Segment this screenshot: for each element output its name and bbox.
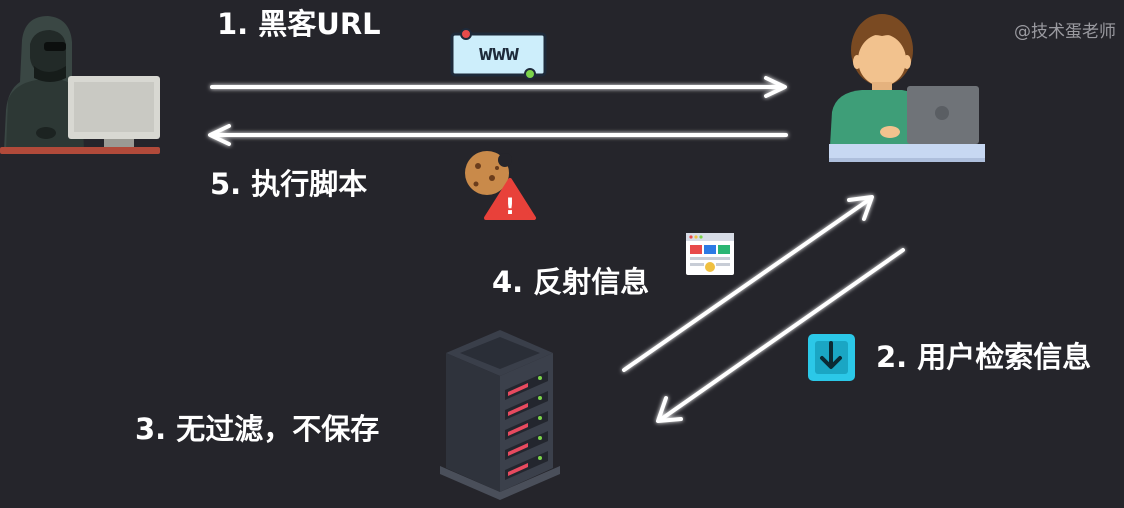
server-rack-icon xyxy=(440,330,560,500)
step-4-label: 4. 反射信息 xyxy=(492,265,650,299)
warning-mark: ! xyxy=(505,195,515,220)
step-2-label: 2. 用户检索信息 xyxy=(876,340,1092,374)
webpage-icon xyxy=(686,233,734,275)
warning-icon: ! xyxy=(484,178,536,220)
download-icon xyxy=(808,334,855,381)
arrow-user-to-hacker xyxy=(208,124,788,146)
arrow-user-to-server xyxy=(656,248,905,423)
hacker-icon xyxy=(0,16,160,154)
user-at-laptop-icon xyxy=(829,14,985,162)
watermark: @技术蛋老师 xyxy=(1014,22,1116,42)
arrow-hacker-to-user xyxy=(210,76,787,98)
cookie-icon xyxy=(465,151,512,195)
arrow-server-to-user xyxy=(622,195,874,372)
step-3-label: 3. 无过滤，不保存 xyxy=(135,412,380,446)
url-badge-text: www xyxy=(479,41,519,66)
step-5-label: 5. 执行脚本 xyxy=(210,167,368,201)
url-badge-icon: www xyxy=(450,28,547,80)
step-1-label: 1. 黑客URL xyxy=(217,7,381,41)
